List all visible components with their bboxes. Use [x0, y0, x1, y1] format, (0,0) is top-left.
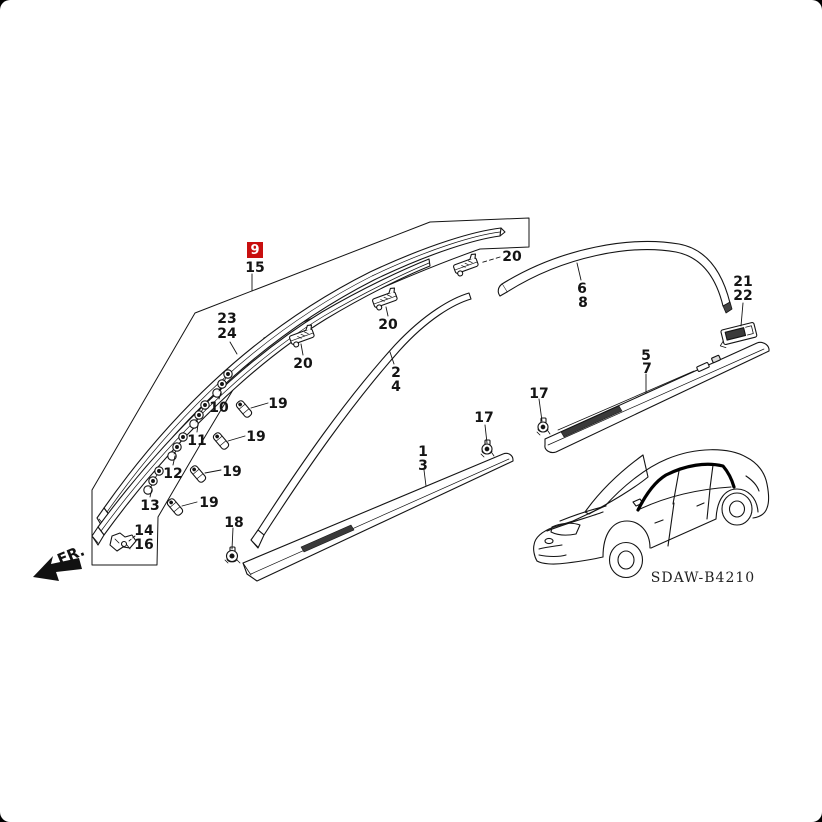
callout-15[interactable]: 15 — [245, 260, 265, 276]
callout-20-b[interactable]: 20 — [378, 317, 398, 333]
callout-13[interactable]: 13 — [140, 498, 160, 514]
callout-1[interactable]: 1 — [418, 444, 428, 460]
clip-19-drawing — [166, 400, 253, 516]
clip-17-drawing — [480, 417, 551, 458]
callout-7[interactable]: 7 — [642, 361, 652, 377]
car-roof-molding-highlight — [636, 462, 736, 512]
callout-4[interactable]: 4 — [391, 379, 401, 395]
rear-door-sash-molding-drawing — [497, 240, 733, 314]
car-illustration — [533, 449, 770, 579]
callout-19-d[interactable]: 19 — [199, 495, 219, 511]
callout-10[interactable]: 10 — [209, 400, 229, 416]
callout-9-highlighted[interactable]: 9 — [247, 242, 263, 258]
callout-22[interactable]: 22 — [733, 288, 753, 304]
callout-16[interactable]: 16 — [134, 537, 154, 553]
fr-arrow-icon — [33, 556, 82, 581]
callout-18[interactable]: 18 — [224, 515, 244, 531]
clip-18-drawing — [224, 546, 241, 564]
callout-8[interactable]: 8 — [578, 295, 588, 311]
callout-24[interactable]: 24 — [217, 326, 237, 342]
callout-12[interactable]: 12 — [163, 466, 183, 482]
clip-14-16-drawing — [109, 532, 137, 552]
callout-5[interactable]: 5 — [641, 348, 651, 364]
rear-door-belt-molding-drawing — [544, 341, 770, 454]
callout-20-a[interactable]: 20 — [293, 356, 313, 372]
leader-lines — [128, 256, 744, 550]
diagram-code: SDAW-B4210 — [650, 570, 756, 586]
callout-19-b[interactable]: 19 — [246, 429, 266, 445]
callout-11[interactable]: 11 — [187, 433, 207, 449]
fr-direction-arrow — [33, 556, 82, 581]
callout-19-a[interactable]: 19 — [268, 396, 288, 412]
clip-11-drawing — [189, 400, 210, 429]
callout-6[interactable]: 6 — [577, 281, 587, 297]
callout-14[interactable]: 14 — [134, 523, 154, 539]
callout-17-b[interactable]: 17 — [529, 386, 549, 402]
clip-20-drawing — [289, 253, 479, 348]
callout-23[interactable]: 23 — [217, 311, 237, 327]
callout-19-c[interactable]: 19 — [222, 464, 242, 480]
callout-21[interactable]: 21 — [733, 274, 753, 290]
callout-2[interactable]: 2 — [391, 365, 401, 381]
front-door-sash-molding-drawing — [250, 292, 472, 549]
callout-3[interactable]: 3 — [418, 458, 428, 474]
front-door-belt-molding-drawing — [242, 452, 514, 582]
callout-20-c[interactable]: 20 — [502, 249, 522, 265]
bracket-21-22-drawing — [719, 321, 758, 348]
callout-17-a[interactable]: 17 — [474, 410, 494, 426]
clip-10-drawing — [212, 369, 233, 398]
clip-12-drawing — [167, 432, 188, 461]
